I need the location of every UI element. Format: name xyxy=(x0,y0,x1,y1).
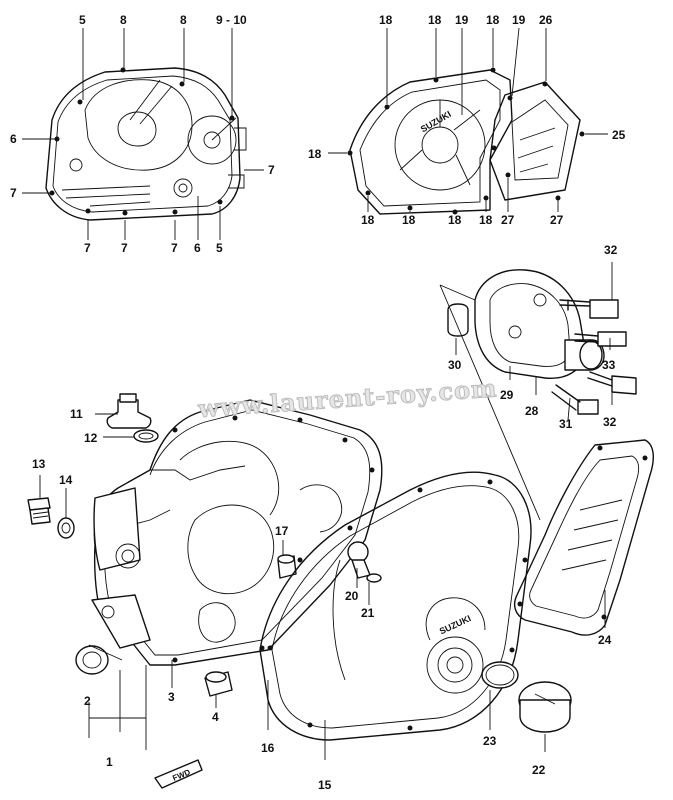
callout-18: 18 xyxy=(448,213,462,227)
callout-32: 32 xyxy=(603,415,617,429)
callout-18: 18 xyxy=(428,13,442,27)
callout-19: 19 xyxy=(455,13,469,27)
outline-generator-cover: SUZUKI xyxy=(347,67,585,215)
callout-28: 28 xyxy=(525,404,539,418)
callout-7: 7 xyxy=(268,163,275,177)
callout-4: 4 xyxy=(212,710,219,724)
callout-8: 8 xyxy=(180,13,187,27)
callout-32: 32 xyxy=(604,243,618,257)
callout-15: 15 xyxy=(318,778,332,792)
callout-13: 13 xyxy=(32,457,46,471)
callout-5: 5 xyxy=(79,13,86,27)
callout-2: 2 xyxy=(84,694,91,708)
water-pump-assembly xyxy=(439,269,637,521)
callout-29: 29 xyxy=(500,388,514,402)
callout-21: 21 xyxy=(361,606,375,620)
callout-18: 18 xyxy=(479,213,493,227)
outline-leader-lines xyxy=(22,28,264,240)
callout-7: 7 xyxy=(10,186,17,200)
crankcase-leader-lines xyxy=(39,413,370,760)
callout-6: 6 xyxy=(194,241,201,255)
callout-18: 18 xyxy=(308,147,322,161)
callout-23: 23 xyxy=(483,734,497,748)
callout-7: 7 xyxy=(121,241,128,255)
callout-6: 6 xyxy=(10,132,17,146)
callout-18: 18 xyxy=(379,13,393,27)
callout-7: 7 xyxy=(84,241,91,255)
callout-33: 33 xyxy=(602,358,616,372)
callout-11: 11 xyxy=(70,407,83,421)
callout-26: 26 xyxy=(539,13,553,27)
cover-leader-lines xyxy=(489,590,606,752)
callout-24: 24 xyxy=(598,633,612,647)
callout-20: 20 xyxy=(345,589,359,603)
callout-12: 12 xyxy=(84,431,98,445)
pump-leader-lines xyxy=(567,262,613,421)
callout-18: 18 xyxy=(361,213,375,227)
callout-17: 17 xyxy=(275,524,289,538)
callout-14: 14 xyxy=(59,473,73,487)
water-pump-cover xyxy=(513,439,654,636)
callout-19: 19 xyxy=(512,13,526,27)
clutch-cover: SUZUKI xyxy=(259,471,572,741)
callout-18: 18 xyxy=(486,13,500,27)
brand-mark-clutch: SUZUKI xyxy=(438,613,473,636)
callout-31: 31 xyxy=(559,417,573,431)
watermark: www.laurent-roy.com xyxy=(196,373,498,423)
callout-8: 8 xyxy=(120,13,127,27)
callout-3: 3 xyxy=(168,690,175,704)
callout-5: 5 xyxy=(216,241,223,255)
outline-right-leader-lines xyxy=(328,27,608,214)
callout-25: 25 xyxy=(612,128,626,142)
fwd-arrow: FWD xyxy=(154,759,203,789)
brand-mark-generator: SUZUKI xyxy=(419,109,453,134)
callout-9-10: 9 - 10 xyxy=(216,13,247,27)
callout-1: 1 xyxy=(106,755,113,769)
callout-16: 16 xyxy=(261,741,275,755)
callout-22: 22 xyxy=(532,763,546,777)
callout-30: 30 xyxy=(448,358,462,372)
callout-27: 27 xyxy=(501,213,515,227)
callout-27: 27 xyxy=(550,213,564,227)
crankcase-body xyxy=(27,393,383,697)
outline-crankcase-cover xyxy=(45,67,247,221)
callout-7: 7 xyxy=(171,241,178,255)
callout-labels: 5 8 8 9 - 10 6 7 7 7 7 7 6 5 18 18 19 18… xyxy=(10,13,626,792)
callout-18: 18 xyxy=(402,213,416,227)
